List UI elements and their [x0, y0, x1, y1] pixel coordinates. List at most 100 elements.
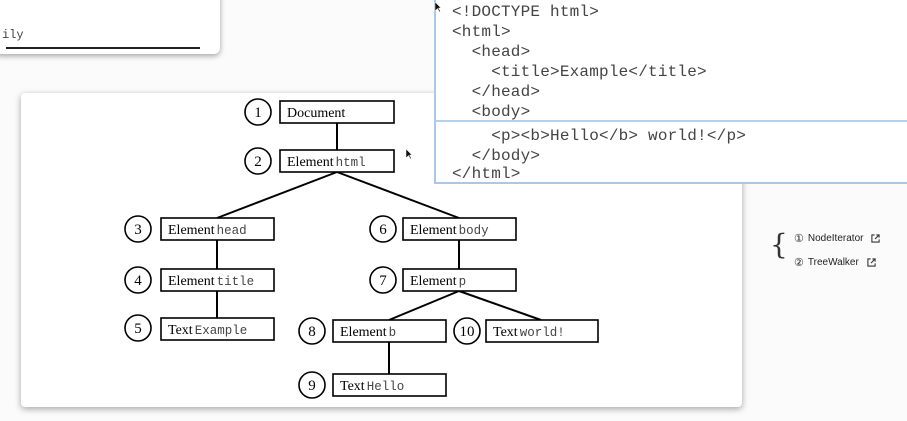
node-number-circle	[369, 215, 397, 243]
node-box	[402, 268, 517, 292]
external-link-icon	[871, 234, 881, 243]
node-box	[160, 217, 275, 241]
snippet-underline	[6, 47, 200, 49]
node-box	[485, 319, 599, 343]
node-kind: Text	[168, 323, 193, 338]
edge-2-6	[336, 171, 460, 219]
node-number: 1	[254, 105, 262, 121]
code-line-1: <!DOCTYPE html>	[452, 3, 600, 21]
mouse-pointer-icon	[434, 1, 442, 13]
code-line-8: </body>	[452, 147, 541, 165]
edge-7-8	[388, 290, 460, 321]
node-number: 9	[308, 378, 316, 394]
node-kind: Element	[168, 274, 215, 289]
node-box	[279, 100, 395, 124]
node-number-circle	[124, 215, 152, 243]
node-name: Hello	[367, 380, 405, 394]
node-kind: Element	[340, 325, 387, 340]
code-line-5: </head>	[452, 83, 541, 101]
link-marker: ①	[794, 233, 804, 245]
node-number-circle	[298, 371, 326, 399]
node-name: title	[217, 275, 255, 289]
node-number: 8	[308, 324, 316, 340]
related-links: { ① NodeIterator ② TreeWalker	[770, 228, 900, 270]
node-number-circle	[124, 314, 152, 342]
node-number: 6	[379, 222, 387, 238]
brace-glyph: {	[770, 228, 788, 261]
node-name: head	[217, 224, 247, 238]
node-kind: Text	[493, 325, 518, 340]
node-name: Example	[195, 324, 248, 338]
html-code-panel: <!DOCTYPE html> <html> <head> <title>Exa…	[434, 0, 907, 184]
edge-2-3	[216, 171, 338, 219]
node-number-circle	[298, 317, 326, 345]
node-number-circle	[453, 317, 481, 345]
link-label: NodeIterator	[807, 233, 864, 244]
node-number-circle	[369, 266, 397, 294]
link-marker: ②	[794, 257, 804, 269]
node-number: 7	[379, 273, 387, 289]
snippet-panel: ily	[0, 0, 220, 54]
node-box	[402, 217, 517, 241]
snippet-text: ily	[2, 28, 24, 42]
node-box	[279, 149, 395, 173]
tree-edges	[216, 123, 542, 374]
node-number: 10	[460, 324, 475, 340]
node-number: 4	[134, 273, 142, 289]
node-name: b	[389, 326, 397, 340]
node-kind: Element	[168, 223, 215, 238]
link-treewalker[interactable]: ② TreeWalker	[794, 256, 876, 269]
node-name: world!	[520, 326, 565, 340]
link-nodeiterator[interactable]: ① NodeIterator	[794, 232, 881, 245]
mouse-pointer-icon	[405, 148, 413, 160]
code-line-6: <body>	[452, 103, 531, 121]
code-line-4: <title>Example</title>	[452, 63, 707, 81]
node-kind: Element	[410, 223, 457, 238]
node-name: html	[336, 156, 366, 170]
node-name: p	[459, 275, 467, 289]
node-kind: Document	[287, 106, 345, 121]
node-name: body	[459, 224, 490, 238]
node-box	[160, 317, 275, 341]
external-link-icon	[867, 258, 876, 267]
node-kind: Element	[287, 155, 334, 170]
node-box	[332, 373, 447, 397]
node-number: 3	[134, 222, 142, 238]
node-number: 5	[134, 321, 142, 337]
node-label: Document	[287, 106, 345, 121]
node-number: 2	[254, 154, 262, 170]
code-divider	[436, 120, 907, 122]
edge-7-10	[458, 290, 542, 321]
link-label: TreeWalker	[807, 257, 859, 268]
code-line-7: <p><b>Hello</b> world!</p>	[452, 127, 747, 145]
node-number-circle	[124, 266, 152, 294]
node-number-circle	[244, 147, 272, 175]
node-number-circle	[244, 98, 272, 126]
node-kind: Text	[340, 379, 365, 394]
tree-node: 1 Document	[244, 98, 395, 126]
code-line-3: <head>	[452, 43, 531, 61]
node-kind: Element	[410, 274, 457, 289]
code-line-2: <html>	[452, 23, 511, 41]
node-box	[332, 319, 447, 343]
code-line-9: </html>	[452, 165, 521, 183]
